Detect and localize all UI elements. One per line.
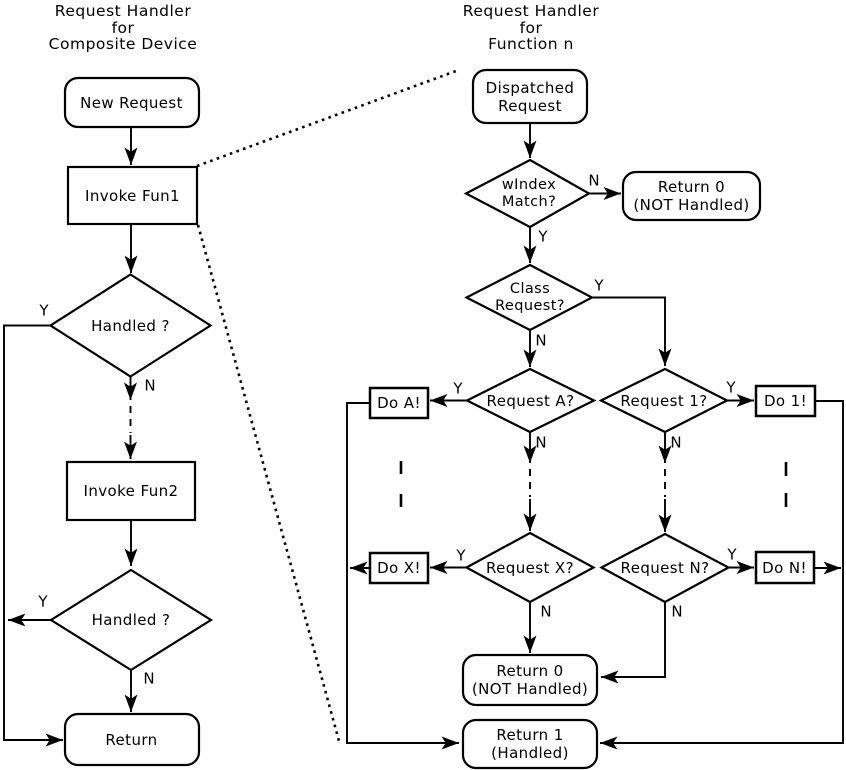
edge-requestn-no-to-return0 [601, 602, 666, 684]
do-a-node [368, 386, 430, 420]
class-request-line1: Class [509, 280, 551, 297]
dispatched-request-node [471, 68, 589, 125]
return0-bottom-line1: Return 0 [496, 662, 564, 680]
new-request-label: New Request [80, 93, 183, 112]
invoke-fun2-node [65, 460, 197, 522]
do-x-label: Do X! [377, 559, 421, 577]
dispatched-line1: Dispatched [485, 78, 575, 97]
request-1-yes-label: Y [726, 378, 736, 397]
return1-node [461, 718, 599, 770]
return0-bottom-line2: (NOT Handled) [471, 680, 589, 698]
windex-yes-label: Y [538, 227, 548, 246]
request-n-yes-label: Y [727, 545, 737, 564]
request-a-decision [464, 367, 597, 434]
do-x-node [368, 551, 430, 585]
handled1-yes-label: Y [39, 301, 49, 320]
return1-label: Return 1 (Handled) [491, 726, 569, 762]
return0-top-label: Return 0 (NOT Handled) [633, 178, 749, 214]
class-request-line2: Request? [495, 297, 565, 314]
windex-line1: wIndex [501, 177, 557, 193]
edge-do1-to-return1 [600, 400, 844, 750]
right-flow-title: Request Handler for Function n [463, 3, 599, 53]
class-yes-label: Y [594, 276, 604, 295]
handled2-yes-label: Y [38, 592, 48, 611]
do-n-node [754, 550, 816, 585]
request-a-label: Request A? [486, 391, 575, 410]
request-1-decision [598, 367, 730, 434]
do-1-node [754, 384, 817, 418]
return0-bottom-node [461, 653, 599, 707]
left-title-line1: Request Handler [54, 2, 192, 20]
right-title-line2: for [519, 18, 543, 37]
edge-doa-to-return1 [346, 402, 459, 750]
zoom-callout-line-top [196, 69, 457, 168]
request-a-no-label: N [535, 433, 547, 452]
class-no-label: N [535, 331, 547, 350]
return1-line1: Return 1 [496, 726, 564, 744]
request-x-no-label: N [540, 602, 552, 621]
zoom-callout-line-bottom [196, 224, 341, 742]
request-x-yes-label: Y [456, 546, 466, 565]
request-a-yes-label: Y [453, 379, 463, 398]
request-1-no-label: N [670, 433, 682, 452]
request-x-label: Request X? [486, 558, 574, 577]
new-request-node [63, 76, 201, 129]
return0-top-node [621, 170, 762, 222]
return-node [63, 712, 201, 767]
handled1-decision [48, 273, 213, 378]
windex-match-decision [463, 158, 592, 229]
invoke-fun1-node [66, 165, 199, 226]
windex-match-label: wIndex Match? [502, 177, 556, 211]
handled2-label: Handled ? [91, 611, 171, 629]
windex-line2: Match? [501, 194, 557, 210]
return1-line2: (Handled) [491, 744, 569, 762]
right-title-line3: Function n [488, 35, 574, 53]
invoke-fun2-label: Invoke Fun2 [83, 482, 179, 500]
request-n-label: Request N? [620, 558, 710, 577]
return0-top-line1: Return 0 [657, 177, 726, 196]
request-n-no-label: N [671, 602, 683, 621]
dispatched-request-label: Dispatched Request [486, 79, 575, 115]
left-title-line2: for [111, 18, 135, 37]
do-n-label: Do N! [762, 558, 807, 577]
return-label: Return [105, 730, 158, 749]
handled2-decision [48, 568, 214, 672]
right-title-line1: Request Handler [462, 2, 600, 20]
handled1-label: Handled ? [91, 316, 170, 335]
class-request-decision [464, 263, 595, 332]
invoke-fun1-label: Invoke Fun1 [85, 186, 180, 205]
request-n-decision [599, 532, 731, 604]
handled1-no-label: N [144, 376, 156, 395]
do-a-label: Do A! [377, 394, 421, 412]
edge-class-yes-to-request1 [592, 296, 672, 366]
class-request-label: Class Request? [495, 281, 565, 315]
dispatched-line2: Request [498, 96, 562, 115]
return0-bottom-label: Return 0 (NOT Handled) [472, 662, 588, 698]
request-x-decision [464, 531, 596, 604]
do-1-label: Do 1! [763, 392, 808, 410]
left-title-line3: Composite Device [48, 35, 198, 53]
return0-top-line2: (NOT Handled) [633, 195, 750, 214]
request-1-label: Request 1? [620, 391, 708, 410]
left-flow-title: Request Handler for Composite Device [49, 3, 198, 53]
handled2-no-label: N [143, 669, 155, 688]
edge-handled1-yes-to-return [3, 324, 63, 747]
windex-no-label: N [588, 171, 600, 190]
